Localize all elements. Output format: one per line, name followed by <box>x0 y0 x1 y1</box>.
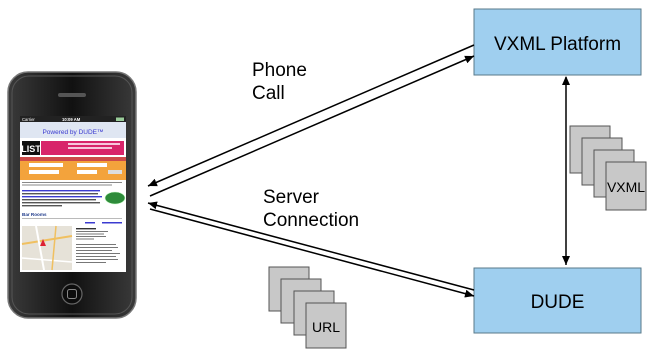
list-logo-text: LIST <box>21 144 41 154</box>
vxml-platform-box: VXML Platform <box>473 8 642 76</box>
phone-call-arrow-to-platform <box>149 55 475 197</box>
status-time: 10:09 AM <box>62 117 81 122</box>
status-bar <box>20 116 126 122</box>
server-connection-arrow-to-phone <box>147 201 475 291</box>
list-logo <box>22 141 40 155</box>
home-button <box>61 283 83 305</box>
speaker-grille <box>58 93 86 97</box>
server-connection-label-line1: Server <box>263 187 320 208</box>
listing-details <box>76 228 120 263</box>
dude-box: DUDE <box>473 267 642 334</box>
iphone-device: Carrier 10:09 AM Powered by DUDE™ LIST <box>7 71 137 319</box>
dude-label: DUDE <box>531 292 585 313</box>
battery-icon <box>116 117 124 121</box>
url-document-label: URL <box>312 319 340 335</box>
phone-call-label-line2: Call <box>252 83 285 104</box>
body-text-block <box>22 190 102 207</box>
powered-by-title: Powered by DUDE™ <box>42 129 103 136</box>
map-thumbnail <box>21 225 73 271</box>
url-document-stack-icon: URL <box>268 266 347 349</box>
vxml-document-stack-icon: VXML <box>569 125 647 211</box>
badge-logo <box>104 191 126 205</box>
nav-tabs <box>20 157 126 161</box>
vxml-document-label: VXML <box>607 179 645 195</box>
server-connection-label-line2: Connection <box>263 210 359 231</box>
server-connection-arrow-to-dude <box>149 208 475 298</box>
phone-call-label-line1: Phone <box>252 60 307 81</box>
status-carrier: Carrier <box>22 117 35 122</box>
phone-call-arrow-to-phone <box>147 44 475 187</box>
phone-screen: Carrier 10:09 AM Powered by DUDE™ LIST <box>20 116 126 272</box>
section-heading: Bar Rooms <box>22 212 47 217</box>
vxml-platform-label: VXML Platform <box>494 34 621 55</box>
